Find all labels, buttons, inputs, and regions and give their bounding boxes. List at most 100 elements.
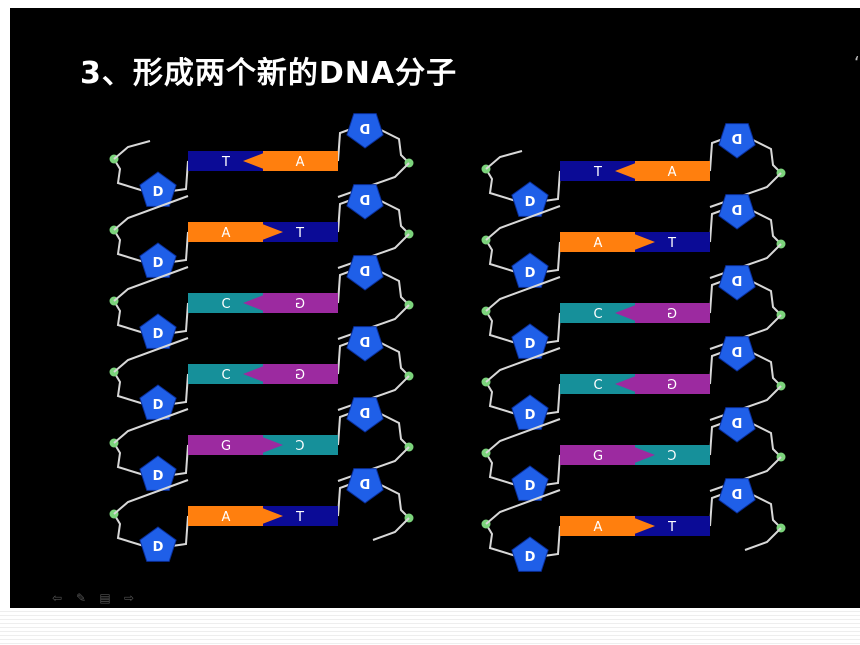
base-left bbox=[188, 435, 263, 455]
backbone-segment bbox=[709, 422, 724, 456]
sugar-deoxyribose: D bbox=[718, 265, 756, 301]
base-left bbox=[188, 293, 263, 313]
backbone-segment bbox=[113, 158, 145, 192]
base-right-label: C bbox=[295, 439, 304, 454]
base-right bbox=[635, 161, 710, 181]
sugar-label: D bbox=[525, 408, 536, 423]
sugar-label: D bbox=[153, 540, 164, 555]
sugar-pentagon bbox=[346, 113, 384, 149]
base-left bbox=[188, 222, 263, 242]
sugar-pentagon bbox=[718, 194, 756, 230]
backbone-segment bbox=[750, 493, 782, 529]
base-pointer bbox=[257, 222, 283, 242]
sugar-pentagon bbox=[139, 526, 177, 562]
backbone-segment bbox=[113, 408, 189, 444]
base-left-label: C bbox=[593, 378, 602, 393]
sugar-deoxyribose: D bbox=[718, 478, 756, 514]
base-right-label: G bbox=[295, 368, 305, 383]
backbone-segment bbox=[709, 351, 724, 385]
sugar-pentagon bbox=[346, 326, 384, 362]
backbone-segment bbox=[171, 231, 189, 263]
sugar-label: D bbox=[359, 407, 370, 422]
backbone-segment bbox=[543, 454, 561, 486]
base-left-label: T bbox=[221, 155, 230, 170]
backbone-segment bbox=[171, 444, 189, 476]
sugar-pentagon bbox=[718, 478, 756, 514]
base-left bbox=[560, 445, 635, 465]
base-pointer bbox=[243, 151, 269, 171]
sugar-pentagon bbox=[346, 184, 384, 220]
backbone-segment bbox=[750, 422, 782, 458]
base-pointer bbox=[615, 374, 641, 394]
base-pointer bbox=[629, 516, 655, 536]
base-right bbox=[635, 445, 710, 465]
next-arrow-icon[interactable]: ⇨ bbox=[123, 591, 135, 605]
base-left bbox=[560, 374, 635, 394]
base-right-label: T bbox=[296, 510, 305, 525]
sugar-pentagon bbox=[511, 536, 549, 572]
backbone-segment bbox=[378, 270, 410, 306]
base-right-label: T bbox=[296, 226, 305, 241]
sugar-label: D bbox=[153, 327, 164, 342]
backbone-segment bbox=[378, 341, 410, 377]
base-left-label: C bbox=[593, 307, 602, 322]
sugar-label: D bbox=[359, 194, 370, 209]
sugar-deoxyribose: D bbox=[346, 184, 384, 220]
base-right bbox=[635, 516, 710, 536]
backbone-segment bbox=[485, 239, 517, 273]
base-left-label: A bbox=[594, 236, 603, 251]
prev-arrow-icon[interactable]: ⇦ bbox=[51, 591, 63, 605]
sugar-label: D bbox=[153, 398, 164, 413]
backbone-segment bbox=[337, 270, 352, 304]
menu-icon[interactable]: ▤ bbox=[99, 591, 111, 605]
sugar-label: D bbox=[525, 266, 536, 281]
backbone-segment bbox=[485, 381, 517, 415]
base-right bbox=[263, 151, 338, 171]
base-pointer bbox=[257, 506, 283, 526]
base-right-label: G bbox=[295, 297, 305, 312]
backbone-segment bbox=[113, 300, 145, 334]
base-right bbox=[635, 374, 710, 394]
backbone-segment bbox=[113, 266, 189, 302]
sugar-deoxyribose: D bbox=[346, 326, 384, 362]
backbone-segment bbox=[113, 442, 145, 476]
backbone-segment bbox=[113, 195, 189, 231]
backbone-segment bbox=[709, 280, 724, 314]
base-left-label: T bbox=[593, 165, 602, 180]
base-pointer bbox=[615, 161, 641, 181]
sugar-deoxyribose: D bbox=[511, 465, 549, 501]
sugar-deoxyribose: D bbox=[346, 255, 384, 291]
backbone-segment bbox=[113, 513, 145, 547]
sugar-label: D bbox=[359, 123, 370, 138]
sugar-deoxyribose: D bbox=[511, 181, 549, 217]
backbone-segment bbox=[171, 515, 189, 547]
backbone-segment bbox=[485, 150, 523, 170]
sugar-label: D bbox=[359, 336, 370, 351]
sugar-deoxyribose: D bbox=[346, 397, 384, 433]
sugar-label: D bbox=[525, 337, 536, 352]
sugar-deoxyribose: D bbox=[511, 252, 549, 288]
sugar-deoxyribose: D bbox=[139, 384, 177, 420]
backbone-segment bbox=[709, 138, 724, 172]
backbone-segment bbox=[378, 128, 410, 164]
base-right-label: C bbox=[667, 449, 676, 464]
sugar-deoxyribose: D bbox=[511, 394, 549, 430]
backbone-segment bbox=[750, 280, 782, 316]
base-right bbox=[635, 303, 710, 323]
sugar-pentagon bbox=[718, 407, 756, 443]
backbone-segment bbox=[171, 160, 189, 192]
sugar-deoxyribose: D bbox=[139, 242, 177, 278]
backbone-segment bbox=[378, 412, 410, 448]
sugar-pentagon bbox=[718, 336, 756, 372]
pen-icon[interactable]: ✎ bbox=[75, 591, 87, 605]
base-left bbox=[560, 516, 635, 536]
base-right-label: T bbox=[668, 236, 677, 251]
sugar-pentagon bbox=[718, 123, 756, 159]
base-left bbox=[188, 506, 263, 526]
